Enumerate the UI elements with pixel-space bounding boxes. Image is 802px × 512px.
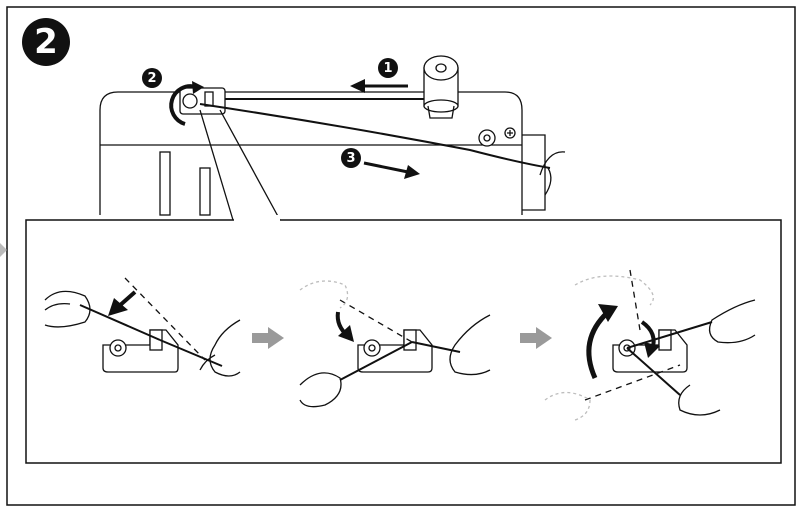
machine-side-knob bbox=[522, 134, 546, 211]
hand-icon-b-left bbox=[299, 372, 342, 408]
detail-step-a bbox=[44, 277, 241, 377]
machine-top-view bbox=[99, 55, 566, 216]
ghost-hand-icon-c-top bbox=[574, 275, 654, 306]
zoom-connector-left bbox=[199, 109, 234, 221]
hand-icon-a-left bbox=[44, 290, 91, 328]
slot-right bbox=[199, 167, 211, 216]
detail-arrow-b bbox=[335, 311, 354, 342]
direction-arrow-3 bbox=[363, 161, 420, 179]
thread-lower bbox=[199, 103, 551, 169]
side-marker bbox=[0, 243, 7, 257]
panel-notch bbox=[234, 215, 280, 223]
spool-icon bbox=[423, 55, 459, 119]
callout-3: 3 bbox=[341, 148, 361, 168]
outer-frame bbox=[6, 6, 796, 506]
machine-body bbox=[99, 91, 523, 215]
slot-left bbox=[159, 151, 171, 216]
hand-icon-c-right bbox=[708, 299, 756, 344]
hand-icon-top bbox=[539, 151, 566, 196]
ghost-hand-icon-b bbox=[299, 280, 349, 309]
rotate-arrow-icon bbox=[169, 81, 204, 126]
hand-icon-c-bottom bbox=[678, 384, 721, 416]
detail-arrow-a bbox=[108, 290, 137, 316]
step-number-badge: 2 bbox=[22, 18, 70, 66]
hand-icon-a-right bbox=[209, 319, 241, 377]
hand-icon-b-right bbox=[449, 314, 491, 376]
ghost-hand-icon-c-bottom bbox=[544, 391, 591, 421]
tension-knob-icon bbox=[478, 127, 516, 147]
direction-arrow-1 bbox=[350, 79, 408, 93]
zoom-connector-right bbox=[219, 109, 281, 221]
callout-1: 1 bbox=[378, 58, 398, 78]
next-step-arrow-icon-2 bbox=[520, 327, 552, 349]
detail-arrow-c-left bbox=[586, 304, 618, 380]
detail-arrow-c-right bbox=[640, 320, 660, 358]
next-step-arrow-icon-1 bbox=[252, 327, 284, 349]
callout-2: 2 bbox=[142, 68, 162, 88]
thread-guide-icon bbox=[179, 87, 226, 115]
detail-step-b bbox=[299, 280, 491, 408]
